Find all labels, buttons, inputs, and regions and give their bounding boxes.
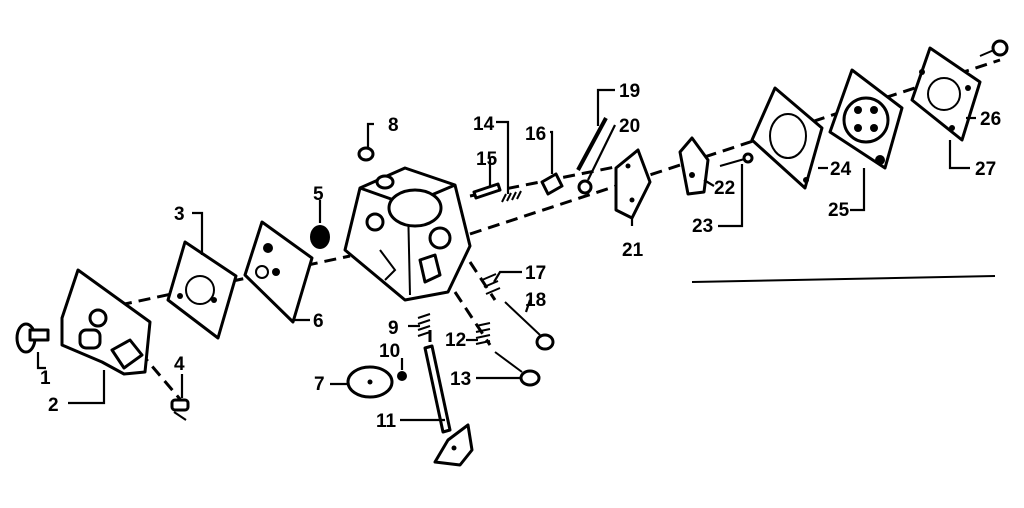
label-part-3: 3 xyxy=(174,204,185,225)
reference-line xyxy=(691,275,996,283)
part-3-pump-gasket xyxy=(166,240,238,340)
label-part-9: 9 xyxy=(388,318,399,339)
label-part-24: 24 xyxy=(830,159,852,180)
label-part-4: 4 xyxy=(174,354,185,375)
part-2-pump-cover xyxy=(60,268,152,376)
label-part-1: 1 xyxy=(40,368,51,389)
label-part-2: 2 xyxy=(48,395,59,416)
part-13-needle-screw xyxy=(494,351,541,387)
part-25-diaphragm xyxy=(828,68,904,170)
label-part-14: 14 xyxy=(473,114,495,135)
part-18-needle-screw xyxy=(504,301,555,351)
part-8-clip xyxy=(357,146,375,162)
part-14-spring xyxy=(501,190,522,203)
part-26-screw xyxy=(979,39,1009,57)
part-6-diaphragm xyxy=(243,220,314,324)
part-27-cover xyxy=(910,46,982,142)
label-part-11: 11 xyxy=(376,411,397,432)
part-9-spring xyxy=(417,313,431,337)
part-21-gasket xyxy=(614,148,652,220)
part-5-filter-screen xyxy=(310,225,330,249)
part-1-screw xyxy=(15,322,50,354)
part-10-screw xyxy=(397,371,407,381)
label-part-26: 26 xyxy=(980,109,1001,130)
label-part-23: 23 xyxy=(692,216,713,237)
label-part-25: 25 xyxy=(828,200,850,221)
part-12-spring xyxy=(475,322,491,345)
leader-lines xyxy=(36,88,976,422)
part-20-screw xyxy=(577,179,593,195)
carburetor-body xyxy=(343,166,472,302)
label-part-18: 18 xyxy=(525,290,546,311)
label-part-6: 6 xyxy=(313,311,324,332)
label-part-19: 19 xyxy=(619,81,640,102)
label-part-16: 16 xyxy=(525,124,546,145)
part-23-pin xyxy=(719,152,754,167)
part-24-gasket xyxy=(750,86,824,190)
label-part-10: 10 xyxy=(379,341,400,362)
part-labels: 1 2 3 4 5 6 7 8 9 10 11 12 13 14 15 16 1… xyxy=(40,81,1001,432)
part-4-screw xyxy=(170,398,190,421)
part-17-spring xyxy=(481,273,501,295)
label-part-20: 20 xyxy=(619,116,640,137)
label-part-7: 7 xyxy=(314,374,325,395)
label-part-8: 8 xyxy=(388,115,399,136)
label-part-5: 5 xyxy=(313,184,324,205)
label-part-12: 12 xyxy=(445,330,466,351)
label-part-21: 21 xyxy=(622,240,644,261)
label-part-13: 13 xyxy=(450,369,471,390)
part-11-throttle-shaft xyxy=(423,344,474,467)
part-16-lever xyxy=(540,172,564,196)
part-7-throttle-plate xyxy=(346,365,394,399)
label-part-22: 22 xyxy=(714,178,735,199)
label-part-27: 27 xyxy=(975,159,996,180)
label-part-17: 17 xyxy=(525,263,546,284)
part-15-needle xyxy=(472,182,502,200)
part-19-pin xyxy=(576,117,608,171)
part-22-gasket xyxy=(678,136,710,196)
label-part-15: 15 xyxy=(476,149,498,170)
